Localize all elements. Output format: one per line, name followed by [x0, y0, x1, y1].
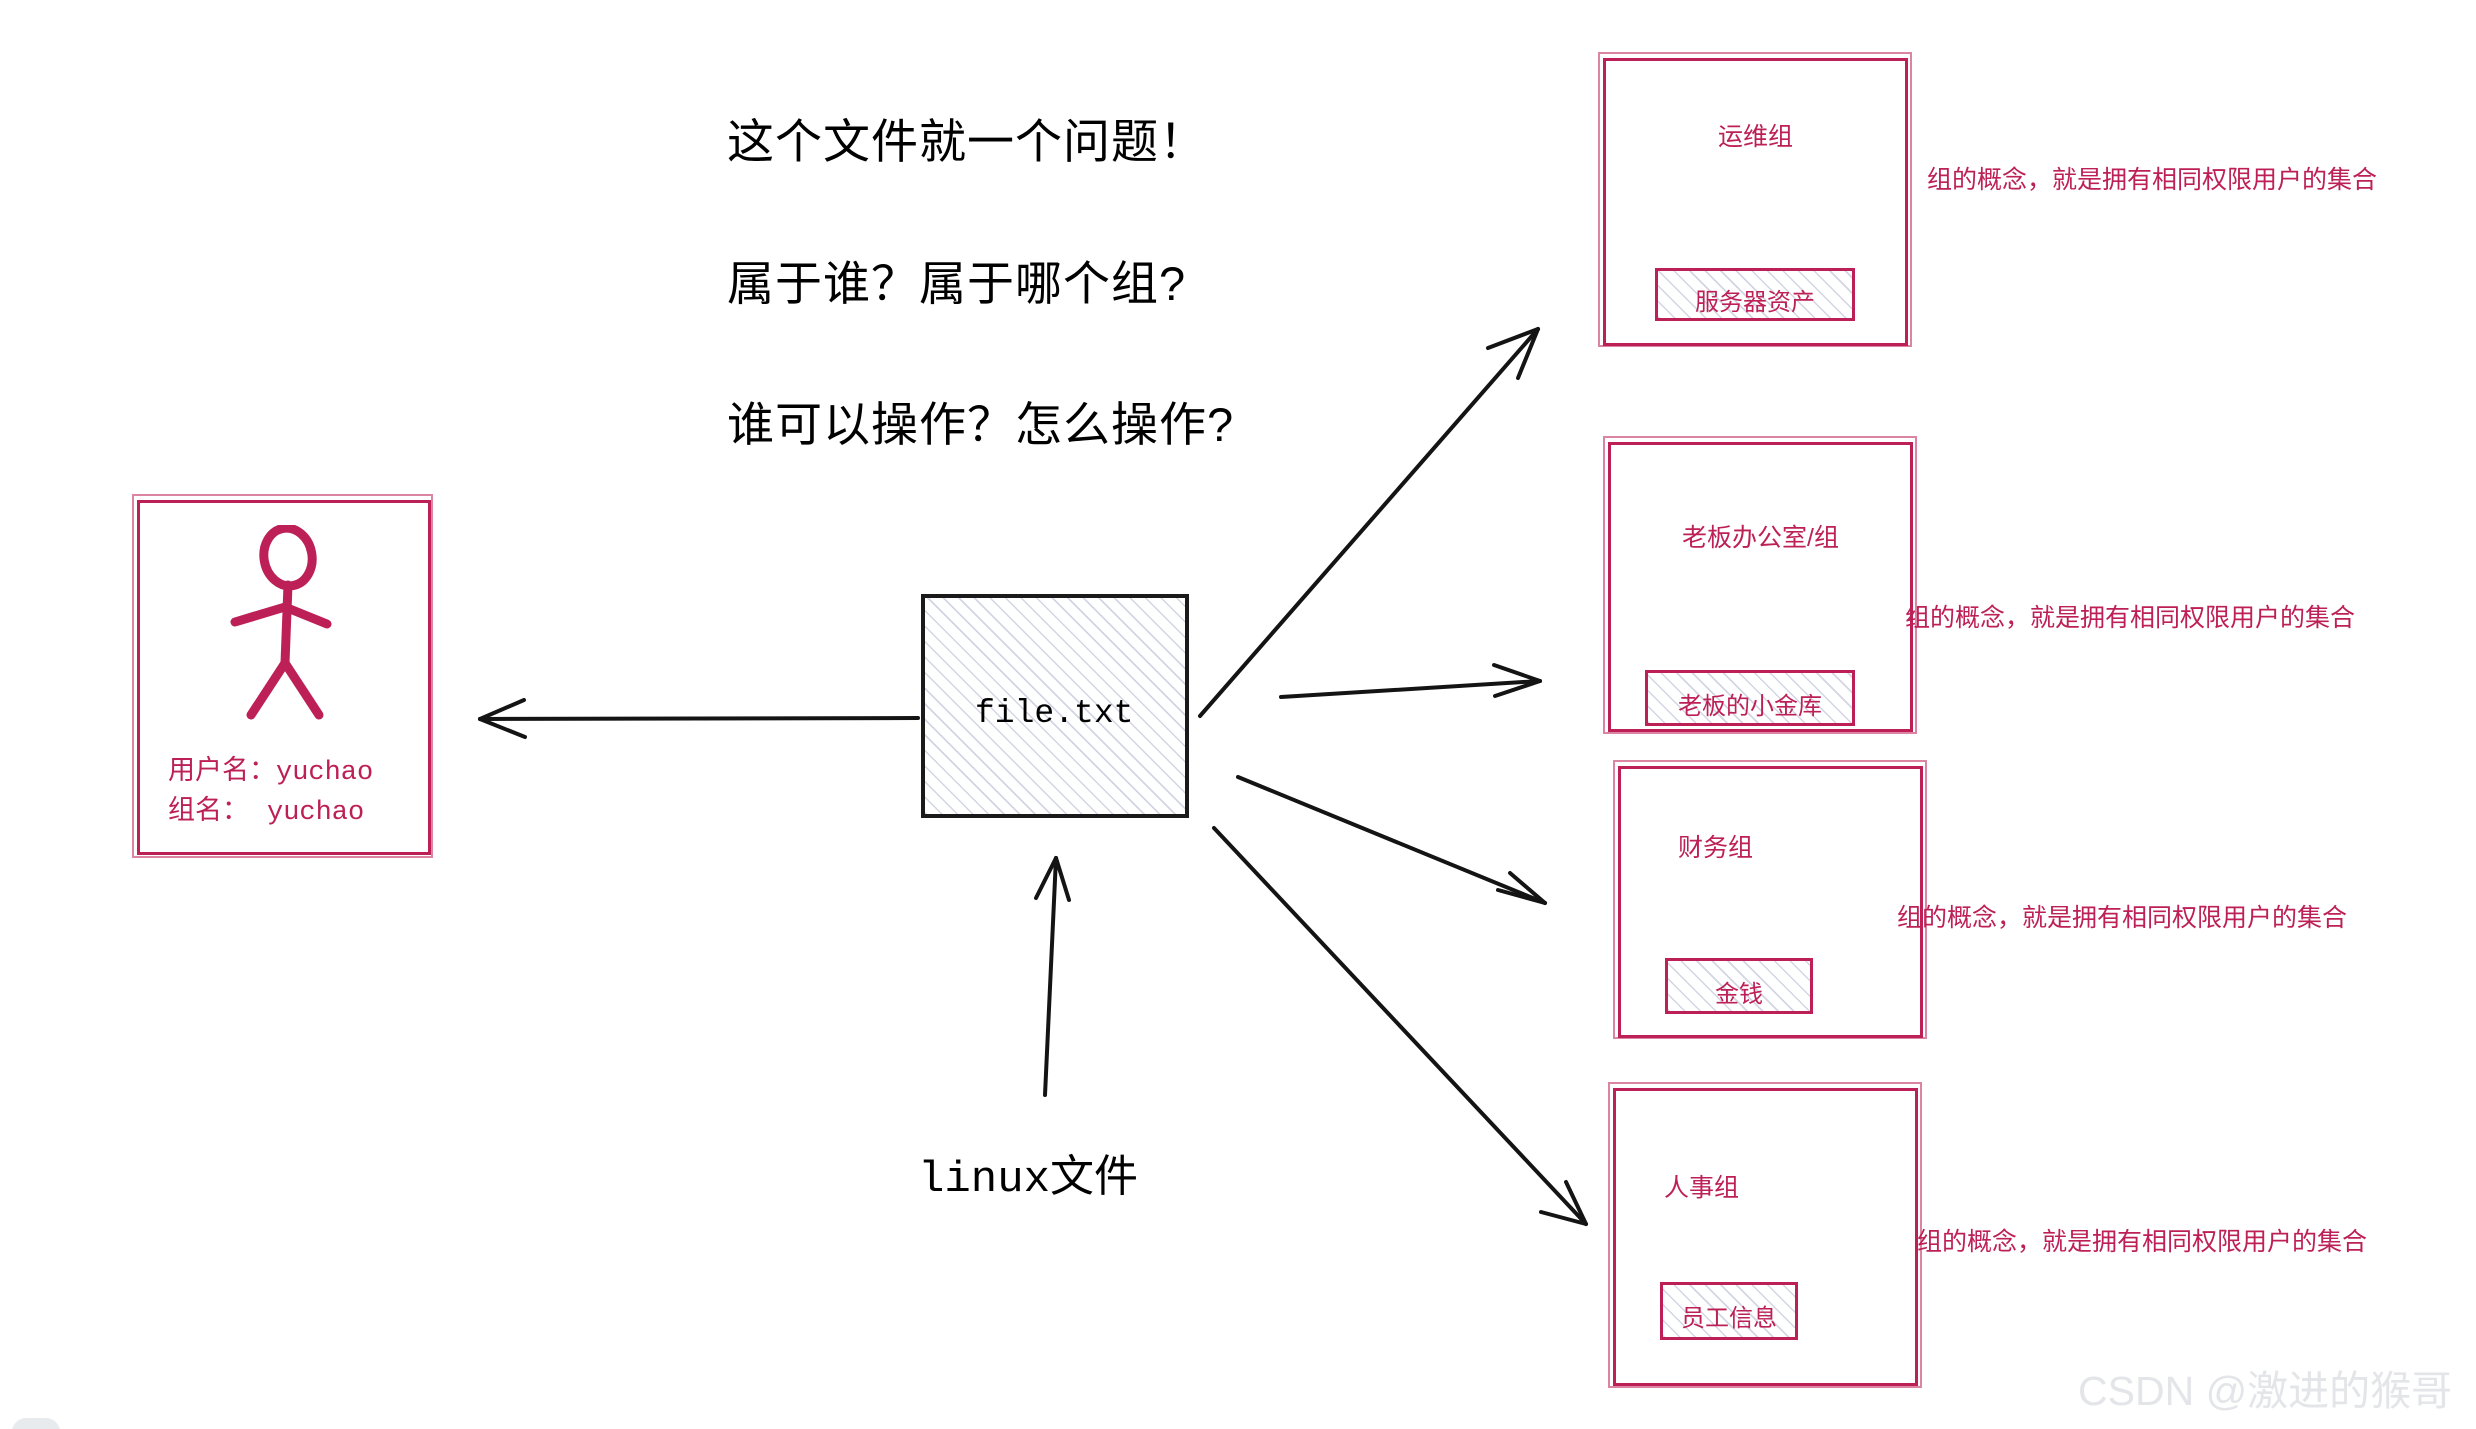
group-card-0-title: 运维组: [1717, 123, 1793, 151]
file-node-label: file.txt: [975, 695, 1134, 732]
groupname-row: 组名： yuchao: [168, 788, 364, 828]
username-row: 用户名：yuchao: [168, 748, 373, 788]
username-value: yuchao: [276, 758, 374, 788]
group-card-0-asset-box[interactable]: [1655, 268, 1855, 321]
group-card-2-frame: [1618, 766, 1923, 1038]
user-card-outer-stroke: [132, 494, 433, 858]
file-node-caption: linux文件: [918, 1155, 1139, 1205]
group-card-0-outer-stroke: [1598, 52, 1912, 347]
corner-chip-artifact: [12, 1418, 60, 1429]
group-card-3-asset-box[interactable]: [1660, 1282, 1798, 1340]
group-card-3-frame: [1613, 1088, 1918, 1386]
group-card-1-outer-stroke: [1603, 436, 1917, 734]
group-card-1-title: 老板办公室/组: [1682, 524, 1839, 552]
headline-line-1: 这个文件就一个问题！: [727, 115, 1207, 168]
group-card-2-asset-box[interactable]: [1665, 958, 1813, 1014]
group-card-3-asset-label: 员工信息: [1681, 1305, 1777, 1332]
group-card-1-asset-box[interactable]: [1645, 670, 1855, 726]
user-card-frame: [137, 500, 431, 855]
groupname-value: yuchao: [267, 798, 365, 828]
group-card-1-asset-label: 老板的小金库: [1678, 693, 1822, 720]
group-card-0-note: 组的概念，就是拥有相同权限用户的集合: [1927, 166, 2378, 194]
arrow-file-to-group-0: [1198, 327, 1540, 718]
arrow-caption-to-file: [1034, 856, 1071, 1097]
group-card-0-frame: [1603, 58, 1908, 346]
watermark: CSDN @激进的猴哥: [2078, 1368, 2453, 1414]
headline-line-2: 属于谁？属于哪个组?: [727, 257, 1187, 310]
group-card-1-frame: [1608, 442, 1913, 732]
arrow-file-to-group-2: [1236, 775, 1547, 905]
headline-line-3: 谁可以操作？怎么操作?: [727, 398, 1235, 451]
group-card-1-note: 组的概念，就是拥有相同权限用户的集合: [1905, 604, 2356, 632]
group-card-3-note: 组的概念，就是拥有相同权限用户的集合: [1917, 1228, 2368, 1256]
stick-figure-person-icon: [230, 525, 332, 720]
groupname-label: 组名：: [168, 795, 249, 825]
arrow-file-to-group-3: [1212, 826, 1588, 1226]
group-card-2-note: 组的概念，就是拥有相同权限用户的集合: [1897, 904, 2348, 932]
group-card-3-outer-stroke: [1608, 1082, 1922, 1388]
file-node-box: [921, 594, 1189, 818]
arrow-file-to-group-1: [1279, 663, 1542, 699]
arrow-file-to-user: [478, 698, 920, 739]
group-card-2-title: 财务组: [1678, 834, 1754, 862]
username-label: 用户名：: [168, 755, 276, 785]
group-card-2-asset-label: 金钱: [1715, 981, 1763, 1008]
group-card-0-asset-label: 服务器资产: [1695, 289, 1815, 316]
group-card-2-outer-stroke: [1613, 760, 1927, 1039]
group-card-3-title: 人事组: [1664, 1174, 1740, 1202]
